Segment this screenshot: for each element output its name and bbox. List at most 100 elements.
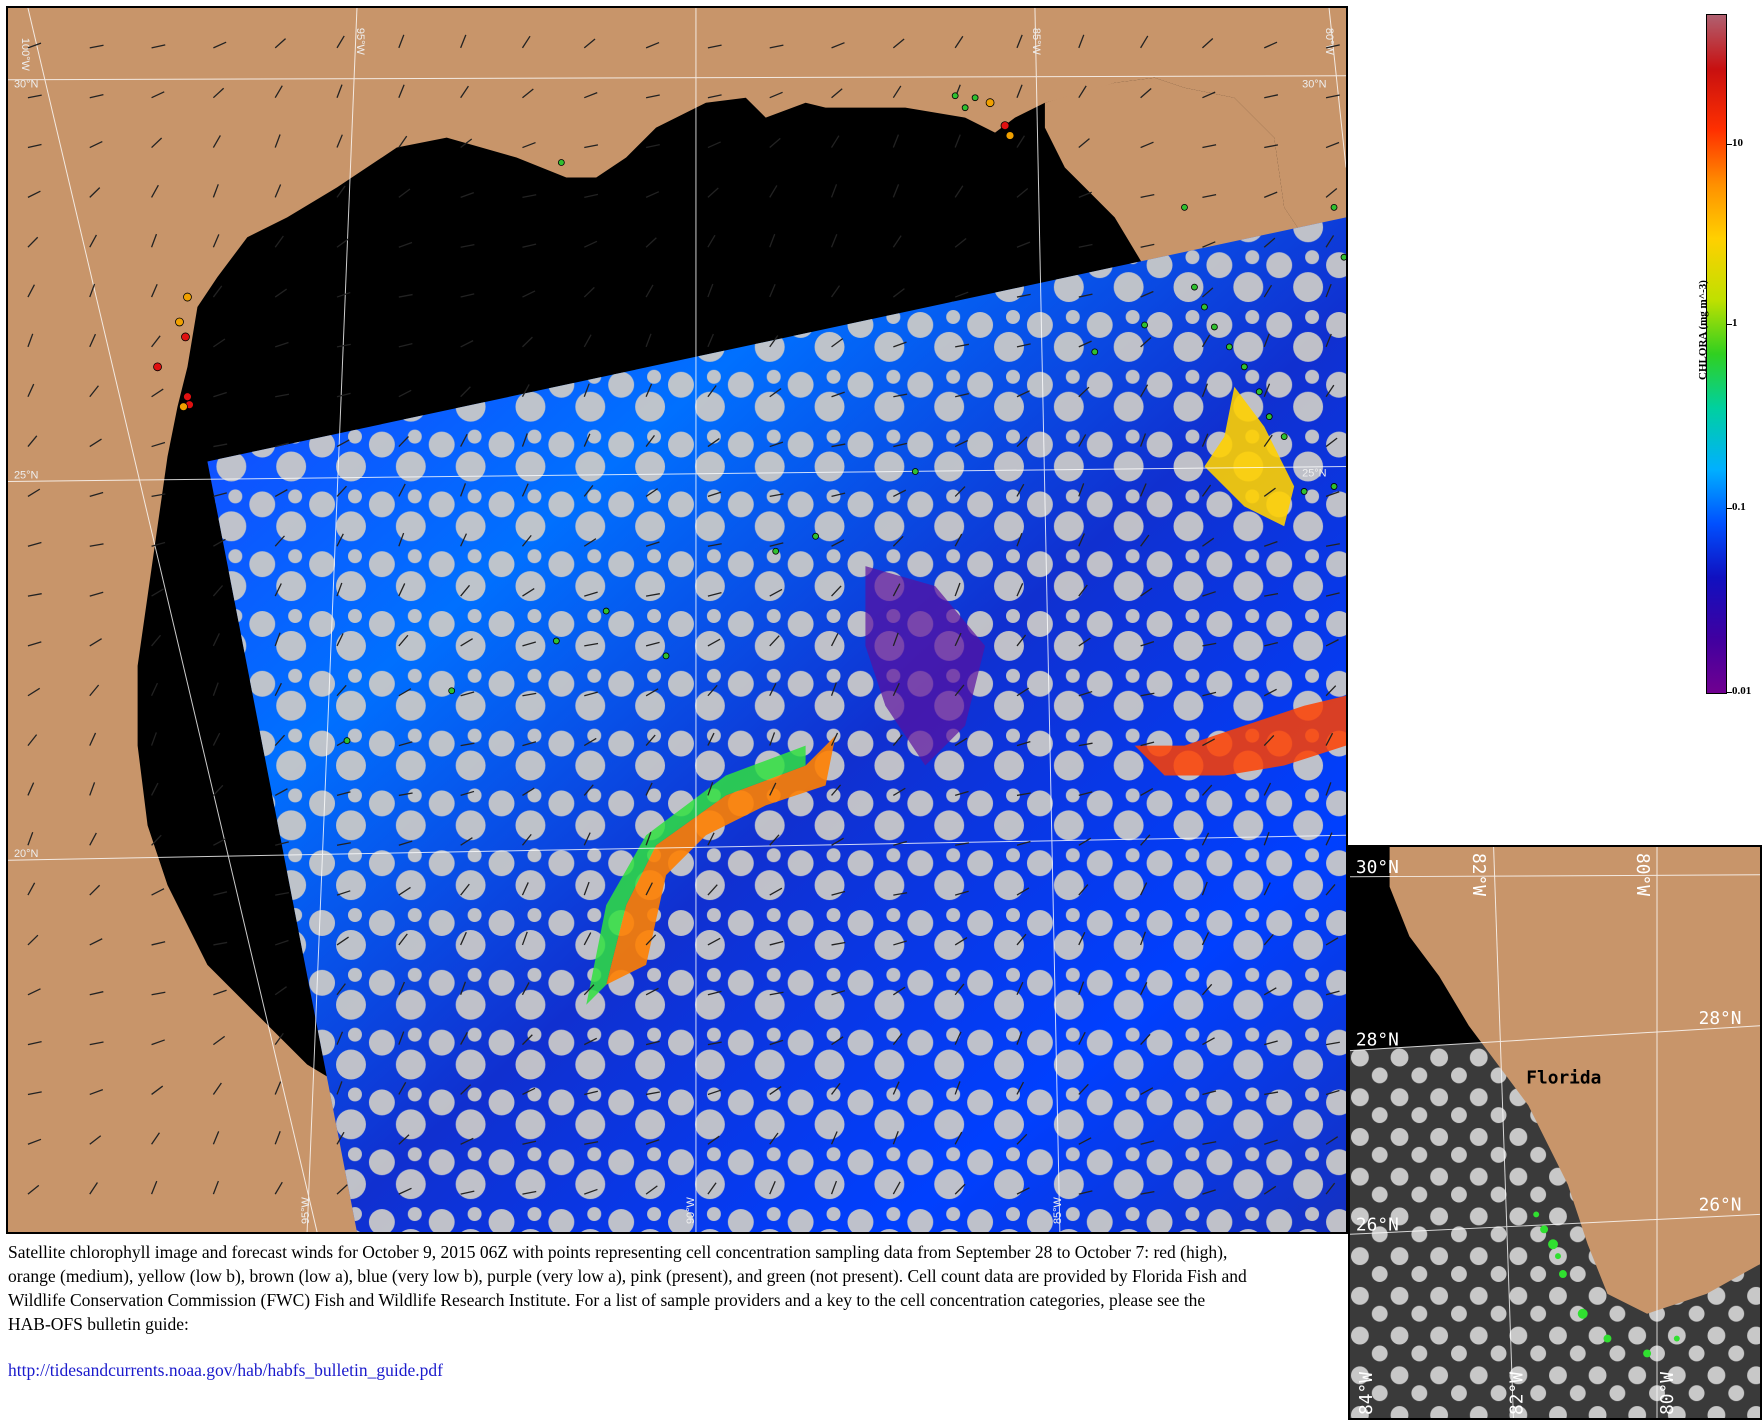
wind-barb	[1263, 1185, 1277, 1195]
wind-barb	[89, 283, 96, 298]
swath-clouds	[207, 217, 1346, 1232]
wind-barb	[27, 1138, 42, 1145]
wind-barb	[584, 591, 598, 597]
wind-barb	[1016, 1187, 1030, 1195]
wind-barb	[892, 134, 900, 148]
wind-barb	[1140, 35, 1149, 49]
wind-barb	[707, 638, 721, 647]
wind-barb	[584, 92, 598, 99]
wind-barb	[583, 383, 590, 397]
sample-point	[951, 92, 959, 100]
wind-barb	[954, 439, 969, 448]
wind-barb	[769, 834, 780, 846]
wind-barb	[336, 633, 344, 647]
wind-barb	[522, 787, 535, 796]
wind-barb	[584, 240, 598, 248]
wind-barb	[583, 984, 595, 996]
wind-barb	[1016, 34, 1023, 49]
colorbar-tick-mark-10	[1727, 144, 1732, 145]
wind-barb	[398, 241, 413, 248]
wind-barb	[893, 393, 908, 398]
wind-barb	[1016, 436, 1028, 448]
wind-barb	[336, 343, 351, 348]
wind-barb	[583, 538, 597, 547]
wind-barb	[212, 184, 219, 198]
wind-barb	[707, 187, 719, 198]
wind-barb	[955, 343, 970, 348]
wind-barb	[707, 990, 722, 996]
wind-barb	[1201, 932, 1210, 946]
wind-barb	[892, 85, 902, 99]
wind-barb	[398, 840, 413, 846]
wind-barb	[151, 541, 166, 547]
wind-barb	[1016, 1081, 1025, 1095]
bulletin-guide-link[interactable]: http://tidesandcurrents.noaa.gov/hab/hab…	[8, 1360, 443, 1380]
wind-barb	[1202, 1141, 1217, 1145]
wind-barb	[1263, 191, 1278, 198]
wind-barb	[1263, 237, 1276, 248]
wind-barb	[212, 633, 220, 647]
wind-barb	[1078, 340, 1092, 348]
wind-barb	[707, 44, 722, 49]
wind-barb	[89, 832, 97, 846]
wind-barb	[707, 283, 714, 298]
wind-barb	[830, 682, 837, 696]
sample-point	[1255, 388, 1263, 396]
wind-barb	[645, 41, 660, 49]
wind-barb	[336, 35, 345, 49]
wind-barb	[1016, 840, 1031, 846]
wind-barb	[27, 190, 41, 198]
sample-points	[153, 92, 1346, 744]
sample-point	[343, 737, 351, 744]
wind-barb	[769, 887, 783, 896]
wind-barb	[645, 488, 659, 497]
wind-barb	[954, 533, 963, 547]
sample-point	[1000, 121, 1010, 131]
wind-barb	[89, 684, 100, 697]
wind-barb	[1140, 982, 1148, 996]
wind-barb	[892, 682, 900, 697]
wind-barb	[1016, 532, 1023, 547]
wind-barb	[1202, 193, 1217, 199]
wind-barb	[460, 584, 471, 597]
wind-barb	[1325, 1089, 1340, 1096]
wind-barb	[645, 831, 652, 846]
wind-barb	[1325, 44, 1340, 49]
wind-barb	[831, 1036, 844, 1046]
wind-barb	[151, 441, 166, 448]
wind-barb	[769, 44, 784, 49]
wind-barb	[1016, 634, 1027, 647]
wind-barb	[1140, 1033, 1151, 1046]
sample-point	[602, 607, 610, 615]
colorbar-tick-mark-0-1	[1727, 508, 1732, 509]
wind-barb	[151, 493, 166, 498]
sample-point	[812, 532, 819, 540]
sample-point	[971, 94, 979, 102]
wind-barb	[89, 438, 102, 448]
sample-point	[1181, 203, 1188, 211]
wind-barb	[151, 388, 164, 398]
wind-barb	[27, 988, 41, 996]
wind-barb	[1264, 144, 1279, 149]
wind-barb	[336, 439, 350, 448]
wind-barb	[1078, 742, 1093, 747]
wind-barb	[89, 140, 103, 149]
wind-barb	[460, 138, 473, 149]
wind-barb	[769, 588, 783, 597]
inset-lat-26-right: 26°N	[1699, 1194, 1742, 1215]
wind-barb	[274, 134, 281, 148]
sample-point	[153, 362, 162, 372]
wind-barb	[1078, 293, 1093, 298]
wind-barb	[275, 442, 289, 448]
wind-barb	[954, 790, 969, 797]
wind-barb	[213, 941, 228, 946]
wind-barb	[1140, 641, 1155, 647]
wind-barb	[1078, 690, 1093, 697]
lat-label-25-right: 25°N	[1302, 467, 1327, 479]
wind-barbs	[27, 34, 1340, 1195]
wind-barb	[830, 732, 839, 746]
wind-barb	[707, 94, 722, 99]
wind-barb	[274, 986, 287, 996]
wind-barb	[151, 137, 163, 149]
wind-barb	[892, 288, 905, 298]
